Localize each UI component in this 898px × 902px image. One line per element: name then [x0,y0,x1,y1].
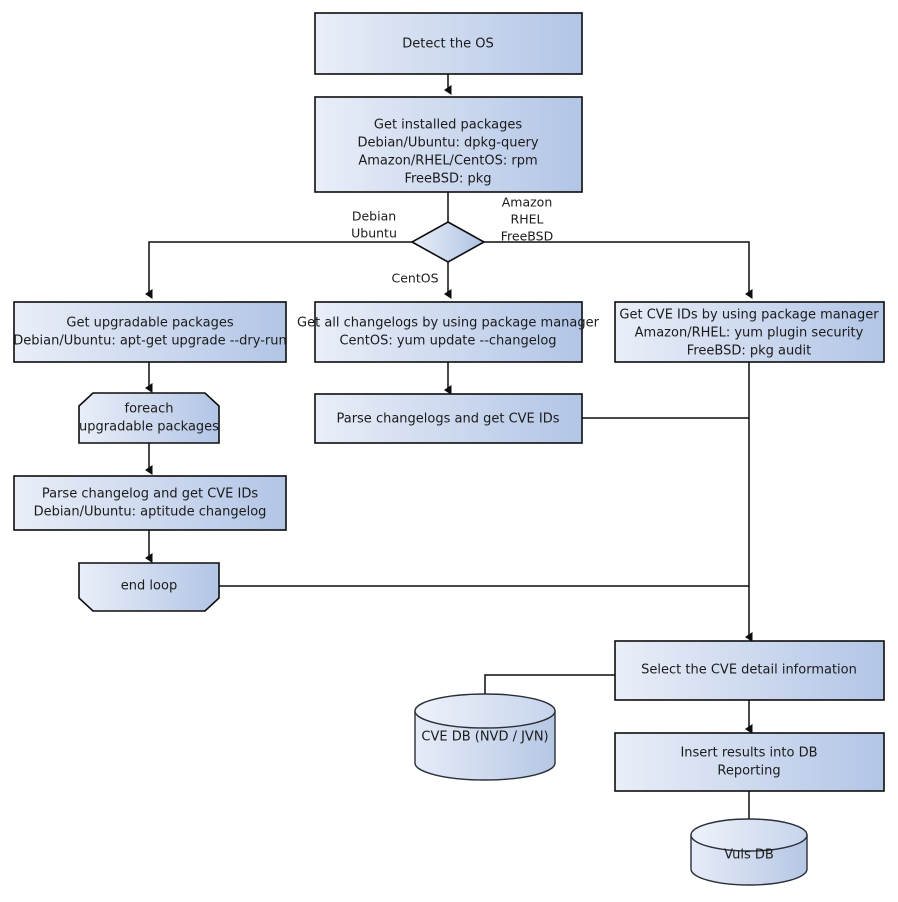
insert-results-box[interactable] [614,732,885,792]
right-branch-label-line-3: FreeBSD [501,229,553,244]
get-installed-packages-box[interactable] [314,96,583,193]
down-branch-label: CentOS [391,271,438,286]
loop-end-label: end loop [121,579,177,594]
node-vuls-db[interactable]: Vuls DB [690,818,808,886]
right-branch-label-line-2: RHEL [511,212,544,227]
detect-os-box[interactable] [314,12,583,75]
get-installed-packages-line-4: FreeBSD: pkg [404,172,491,187]
select-cve-detail-label: Select the CVE detail information [641,663,857,678]
edge-label-down-branch: CentOS [391,271,438,286]
node-get-installed-packages[interactable]: Get installed packages Debian/Ubuntu: dp… [314,96,583,193]
edge-label-left-branch: Debian Ubuntu [351,209,397,241]
get-upgradable-packages-line-1: Get upgradable packages [66,316,233,331]
cve-db-label: CVE DB (NVD / JVN) [421,730,548,745]
detect-os-label: Detect the OS [402,37,493,52]
get-all-changelogs-line-1: Get all changelogs by using package mana… [297,316,600,331]
loop-start-line-1: foreach [125,402,174,417]
get-cve-ids-line-2: Amazon/RHEL: yum plugin security [635,326,864,341]
vuls-db-label: Vuls DB [724,848,774,863]
parse-changelogs-plural-label: Parse changelogs and get CVE IDs [336,412,559,427]
select-cve-detail-box[interactable] [614,640,885,701]
node-get-upgradable-packages[interactable]: Get upgradable packages Debian/Ubuntu: a… [13,301,287,363]
edge-decision-right-branch [484,241,753,299]
get-cve-ids-line-3: FreeBSD: pkg audit [687,344,811,359]
left-branch-label-line-2: Ubuntu [351,226,397,241]
get-all-changelogs-box[interactable] [314,301,583,363]
parse-changelog-single-line-2: Debian/Ubuntu: aptitude changelog [34,505,267,520]
edge-decision-left-branch [145,241,412,299]
node-get-cve-ids-pkg-manager[interactable]: Get CVE IDs by using package manager Ama… [614,301,885,363]
parse-changelogs-plural-box[interactable] [314,393,583,444]
loop-start-line-2: upgradable packages [79,420,219,435]
get-cve-ids-pkg-manager-box[interactable] [614,301,885,363]
cve-db-cylinder-top[interactable] [414,693,556,729]
loop-end-shape[interactable] [78,562,220,612]
insert-results-line-2: Reporting [717,764,780,779]
vuls-db-cylinder-top[interactable] [690,818,808,852]
node-get-all-changelogs[interactable]: Get all changelogs by using package mana… [297,301,600,363]
node-loop-start[interactable]: foreach upgradable packages [78,392,220,444]
node-select-cve-detail[interactable]: Select the CVE detail information [614,640,885,701]
get-upgradable-packages-box[interactable] [13,301,287,363]
get-installed-packages-line-1: Get installed packages [374,118,522,133]
insert-results-line-1: Insert results into DB [680,746,817,761]
node-loop-end[interactable]: end loop [78,562,220,612]
os-decision-diamond[interactable] [410,221,486,263]
loop-start-shape[interactable] [78,392,220,444]
get-upgradable-packages-line-2: Debian/Ubuntu: apt-get upgrade --dry-run [13,334,286,349]
get-installed-packages-line-3: Amazon/RHEL/CentOS: rpm [358,154,537,169]
node-os-decision[interactable] [410,221,486,263]
get-cve-ids-line-1: Get CVE IDs by using package manager [619,308,879,323]
cve-db-cylinder-body[interactable] [414,710,556,781]
node-parse-changelog-single[interactable]: Parse changelog and get CVE IDs Debian/U… [13,475,287,531]
parse-changelog-single-box[interactable] [13,475,287,531]
right-branch-label-line-1: Amazon [502,195,553,210]
node-parse-changelogs-plural[interactable]: Parse changelogs and get CVE IDs [314,393,583,444]
get-installed-packages-line-2: Debian/Ubuntu: dpkg-query [357,136,538,151]
edge-label-right-branch: Amazon RHEL FreeBSD [501,195,553,244]
node-insert-results[interactable]: Insert results into DB Reporting [614,732,885,792]
get-all-changelogs-line-2: CentOS: yum update --changelog [339,334,556,349]
parse-changelog-single-line-1: Parse changelog and get CVE IDs [42,487,258,502]
left-branch-label-line-1: Debian [352,209,396,224]
node-cve-db[interactable]: CVE DB (NVD / JVN) [414,693,556,781]
node-detect-os[interactable]: Detect the OS [314,12,583,75]
